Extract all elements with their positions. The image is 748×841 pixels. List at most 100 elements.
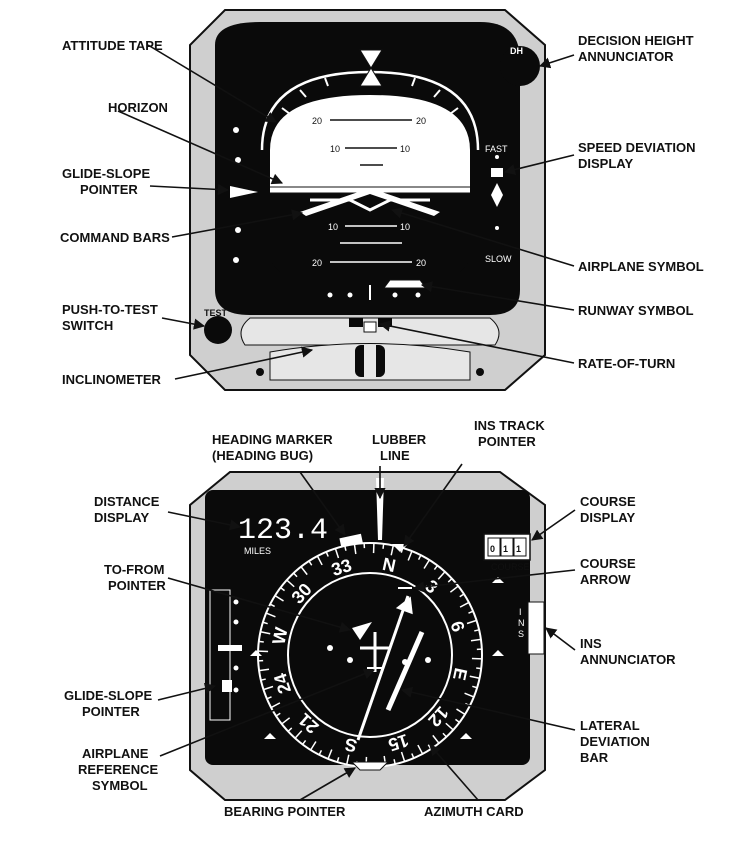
ins-letter-i: I bbox=[519, 607, 522, 617]
label-push-to-test-1: PUSH-TO-TEST bbox=[62, 302, 158, 317]
azimuth-tick bbox=[468, 610, 474, 614]
label-bearing-pointer: BEARING POINTER bbox=[224, 804, 346, 819]
azimuth-tick bbox=[442, 732, 447, 738]
azimuth-tick bbox=[265, 612, 276, 618]
label-distance-1: DISTANCE bbox=[94, 494, 160, 509]
label-heading-marker-1: HEADING MARKER bbox=[212, 432, 333, 447]
fast-label: FAST bbox=[485, 144, 508, 154]
azimuth-tick bbox=[437, 571, 446, 580]
bezel-index-triangles bbox=[250, 577, 504, 739]
azimuth-tick bbox=[294, 730, 303, 739]
label-lateral-1: LATERAL bbox=[580, 718, 640, 733]
pitch-label-10-left-down: 10 bbox=[328, 222, 338, 232]
azimuth-tick bbox=[345, 754, 350, 765]
roll-pointer bbox=[359, 49, 383, 87]
rate-of-turn-left-marker bbox=[349, 318, 363, 327]
ins-letter-n: N bbox=[518, 618, 525, 628]
label-command-bars: COMMAND BARS bbox=[60, 230, 170, 245]
azimuth-tick bbox=[260, 630, 271, 635]
pitch-label-10-right: 10 bbox=[400, 144, 410, 154]
label-heading-marker-2: (HEADING BUG) bbox=[212, 448, 313, 463]
adjust-knob-right[interactable] bbox=[476, 368, 484, 376]
azimuth-tick bbox=[318, 749, 323, 756]
label-airplane-ref-1: AIRPLANE bbox=[82, 746, 149, 761]
azimuth-tick bbox=[456, 708, 466, 715]
azimuth-tick bbox=[393, 759, 396, 765]
azimuth-tick bbox=[433, 565, 439, 570]
adi-callout-lines bbox=[117, 44, 575, 380]
hsi-callout-lines bbox=[157, 463, 576, 801]
azimuth-tick bbox=[390, 545, 395, 556]
deviation-dots bbox=[327, 645, 431, 665]
azimuth-tick bbox=[353, 543, 357, 555]
azimuth-tick bbox=[459, 593, 465, 598]
glide-slope-scale-adi bbox=[233, 127, 241, 263]
pitch-label-20-right-down: 20 bbox=[416, 258, 426, 268]
speed-deviation-diamond bbox=[491, 183, 503, 207]
pitch-label-10-right-down: 10 bbox=[400, 222, 410, 232]
label-glide-slope-hsi-2: POINTER bbox=[82, 704, 140, 719]
azimuth-tick bbox=[300, 566, 308, 576]
to-from-pointer bbox=[352, 622, 372, 640]
azimuth-tick bbox=[269, 603, 276, 608]
runway-symbol bbox=[383, 279, 427, 289]
ground bbox=[270, 190, 470, 275]
course-arrow-head bbox=[395, 596, 413, 615]
glide-slope-pointer-hsi bbox=[218, 645, 242, 651]
command-bar-left bbox=[300, 188, 370, 216]
slow-label: SLOW bbox=[485, 254, 512, 264]
azimuth-tick bbox=[464, 692, 475, 698]
adjust-knob-left[interactable] bbox=[256, 368, 264, 376]
glide-slope-pointer-adi bbox=[230, 186, 258, 198]
azimuth-card-label: W bbox=[268, 625, 291, 646]
label-runway-symbol: RUNWAY SYMBOL bbox=[578, 303, 694, 318]
label-attitude-tape: ATTITUDE TAPE bbox=[62, 38, 163, 53]
lateral-deviation-bar bbox=[385, 631, 425, 711]
test-label: TEST bbox=[204, 308, 228, 318]
label-decision-height-2: ANNUNCIATOR bbox=[578, 49, 674, 64]
adi-labels: ATTITUDE TAPE HORIZON GLIDE-SLOPE POINTE… bbox=[60, 33, 704, 387]
inclinometer-gap bbox=[364, 345, 376, 377]
azimuth-tick bbox=[382, 543, 385, 549]
azimuth-tick bbox=[281, 717, 291, 725]
label-course-display-2: DISPLAY bbox=[580, 510, 635, 525]
label-airplane-symbol: AIRPLANE SYMBOL bbox=[578, 259, 704, 274]
azimuth-tick bbox=[274, 595, 284, 602]
label-airplane-ref-3: SYMBOL bbox=[92, 778, 148, 793]
azimuth-tick bbox=[476, 667, 482, 670]
pitch-label-20-left-down: 20 bbox=[312, 258, 322, 268]
heading-bug[interactable] bbox=[339, 533, 363, 548]
miles-label: MILES bbox=[244, 546, 271, 556]
azimuth-tick bbox=[344, 545, 347, 551]
azimuth-tick bbox=[447, 578, 453, 583]
decision-height-annunciator bbox=[500, 46, 540, 86]
push-to-test-switch[interactable] bbox=[204, 316, 232, 344]
roll-scale-ticks bbox=[281, 77, 459, 115]
pitch-label-20-left: 20 bbox=[312, 116, 322, 126]
azimuth-tick bbox=[432, 734, 440, 744]
label-course-arrow-2: ARROW bbox=[580, 572, 631, 587]
glide-slope-scale-hsi bbox=[209, 589, 231, 721]
azimuth-tick bbox=[270, 702, 281, 709]
azimuth-card-label: E bbox=[449, 666, 471, 682]
azimuth-tick bbox=[262, 621, 268, 625]
azimuth-tick bbox=[423, 559, 430, 569]
azimuth-card-label: S bbox=[343, 734, 359, 756]
label-glide-slope-2: POINTER bbox=[80, 182, 138, 197]
bearing-pointer bbox=[350, 761, 390, 771]
label-airplane-ref-2: REFERENCE bbox=[78, 762, 159, 777]
azimuth-tick bbox=[459, 601, 470, 608]
sky bbox=[270, 95, 470, 190]
speed-dot-top bbox=[495, 155, 499, 159]
label-glide-slope-hsi-1: GLIDE-SLOPE bbox=[64, 688, 152, 703]
course-digit-2: 1 bbox=[503, 544, 508, 554]
label-to-from-2: POINTER bbox=[108, 578, 166, 593]
ins-annunciator bbox=[527, 601, 545, 655]
azimuth-tick bbox=[417, 554, 422, 561]
azimuth-tick bbox=[263, 685, 274, 691]
azimuth-tick bbox=[275, 712, 281, 717]
azimuth-tick bbox=[327, 749, 333, 760]
label-glide-slope-1: GLIDE-SLOPE bbox=[62, 166, 150, 181]
azimuth-tick bbox=[417, 744, 424, 755]
pitch-label-20-right: 20 bbox=[416, 116, 426, 126]
